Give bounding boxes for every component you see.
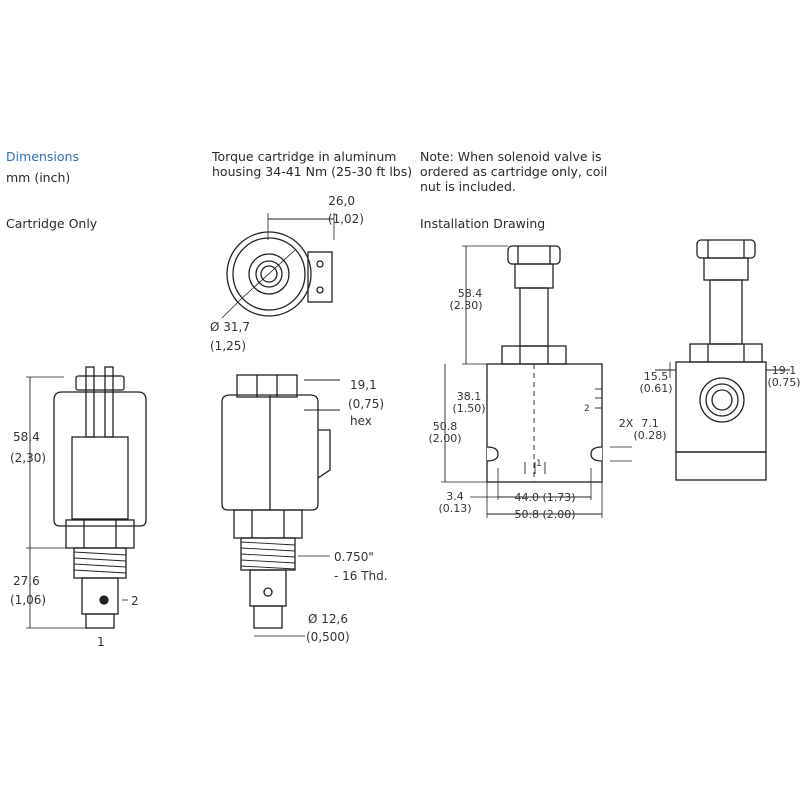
installation-drawing-label: Installation Drawing (420, 216, 546, 231)
coil-top-view-drawing (221, 213, 335, 319)
solenoid-note-line3: nut is included. (420, 179, 516, 194)
solenoid-note-line2: ordered as cartridge only, coil (420, 164, 608, 179)
install-dim-2x-label: 2X (619, 417, 634, 430)
install-dim-38-1-in: (1.50) (452, 402, 485, 415)
install-dim-58-4-mm: 58.4 (458, 287, 483, 300)
install-dim-7-1-in: (0.28) (633, 429, 666, 442)
thread-size-label: 0.750" (334, 550, 374, 564)
coil-dim-12-6-in: (0,500) (306, 630, 350, 644)
install-dim-15-5-mm: 15.5 (644, 370, 669, 383)
install-dim-19-1-mm: 19.1 (772, 364, 797, 377)
solenoid-note-line1: Note: When solenoid valve is (420, 149, 602, 164)
dimensions-title: Dimensions (6, 149, 79, 164)
cartridge-port-1-label: 1 (97, 635, 105, 649)
torque-note-line1: Torque cartridge in aluminum (212, 149, 397, 164)
cartridge-dim-58-4-mm: 58,4 (13, 430, 40, 444)
install-dim-3-4-mm: 3.4 (446, 490, 464, 503)
units-label: mm (inch) (6, 170, 71, 185)
install-dim-58-4-in: (2.30) (449, 299, 482, 312)
coil-dim-12-6-mm: Ø 12,6 (308, 612, 348, 626)
coil-side-view-drawing (221, 374, 340, 637)
install-dim-50-8-vertical-mm: 50.8 (433, 420, 458, 433)
install-dim-50-8-horizontal: 50.8 (2.00) (514, 508, 575, 521)
installation-side-view-drawing (655, 239, 790, 481)
install-port-2-label: 2 (584, 404, 590, 414)
coil-dim-26-0-in: (1,02) (328, 212, 364, 226)
cartridge-only-drawing (26, 366, 147, 629)
cartridge-port-2-label: 2 (131, 594, 139, 608)
coil-hex-dim-in: (0,75) (348, 397, 384, 411)
install-dim-38-1-mm: 38.1 (457, 390, 482, 403)
install-dim-7-1-mm: 7.1 (641, 417, 659, 430)
cartridge-dim-27-6-in: (1,06) (10, 593, 46, 607)
install-dim-3-4-in: (0.13) (438, 502, 471, 515)
install-dim-19-1-in: (0.75) (767, 376, 800, 389)
coil-dim-26-0-mm: 26,0 (328, 194, 355, 208)
install-dim-44-0: 44.0 (1.73) (514, 491, 575, 504)
coil-dim-31-7-mm: Ø 31,7 (210, 320, 250, 334)
coil-hex-dim-mm: 19,1 (350, 378, 377, 392)
install-port-1-label: 1 (536, 459, 542, 469)
thread-pitch-label: - 16 Thd. (334, 569, 388, 583)
cartridge-only-label: Cartridge Only (6, 216, 98, 231)
torque-note-line2: housing 34-41 Nm (25-30 ft lbs) (212, 164, 413, 179)
install-dim-15-5-in: (0.61) (639, 382, 672, 395)
install-dim-50-8-vertical-in: (2.00) (428, 432, 461, 445)
cartridge-dim-58-4-in: (2,30) (10, 451, 46, 465)
coil-hex-label: hex (350, 414, 372, 428)
cartridge-dim-27-6-mm: 27,6 (13, 574, 40, 588)
installation-front-view-drawing (441, 245, 632, 518)
coil-dim-31-7-in: (1,25) (210, 339, 246, 353)
